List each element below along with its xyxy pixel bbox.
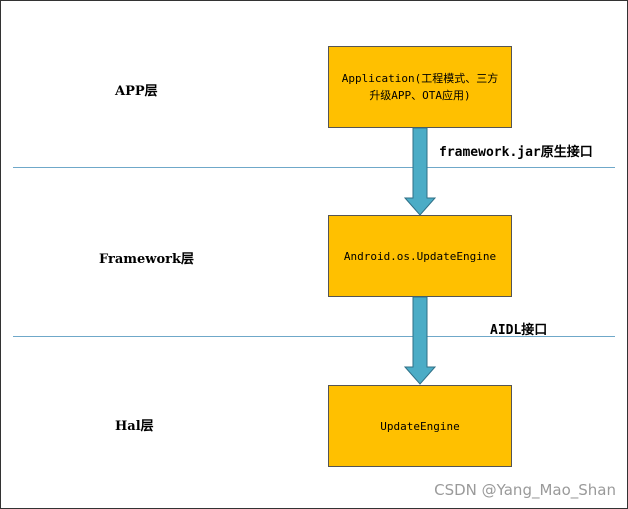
framework-layer-label: Framework层 — [99, 252, 195, 267]
arrow-framework-to-hal — [403, 296, 437, 385]
framework-hal-divider — [13, 336, 615, 337]
aidl-interface-label: AIDL接口 — [490, 323, 548, 338]
arrow-application-to-framework — [403, 127, 437, 216]
hal-layer-label: Hal层 — [115, 419, 154, 434]
update-engine-label: UpdateEngine — [380, 419, 460, 433]
android-os-update-engine-box: Android.os.UpdateEngine — [328, 215, 512, 297]
android-os-update-engine-label: Android.os.UpdateEngine — [343, 249, 497, 263]
framework-jar-interface-label: framework.jar原生接口 — [439, 145, 593, 160]
app-layer-label: APP层 — [115, 84, 158, 99]
application-box-line1: Application(工程模式、三方 — [341, 72, 499, 85]
update-engine-box: UpdateEngine — [328, 385, 512, 467]
csdn-watermark: CSDN @Yang_Mao_Shan — [434, 481, 616, 499]
app-framework-divider — [13, 167, 615, 168]
application-box-line2: 升级APP、OTA应用) — [369, 89, 471, 102]
application-box: Application(工程模式、三方 升级APP、OTA应用) — [328, 46, 512, 128]
